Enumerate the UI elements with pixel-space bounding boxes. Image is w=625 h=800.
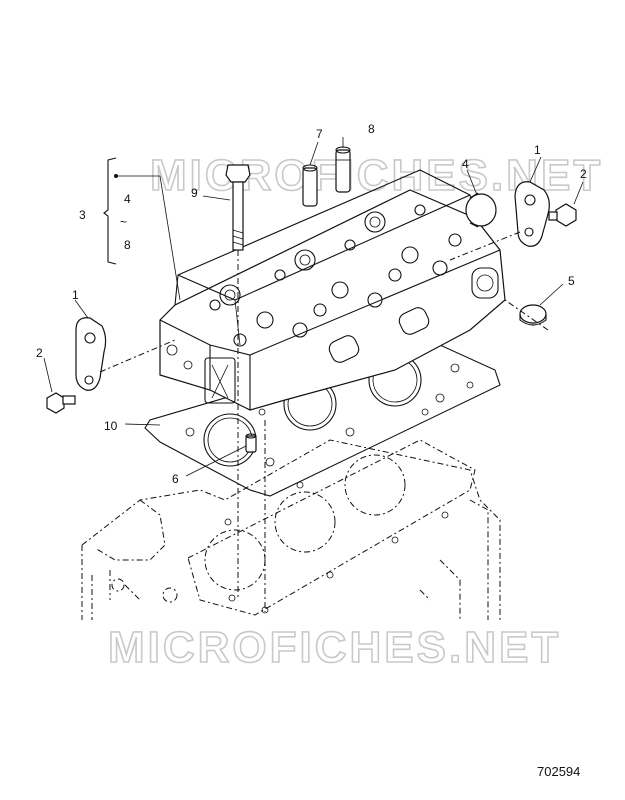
bracket-bolt-right: [548, 203, 577, 227]
block-deck-gasket-outline: [187, 439, 476, 616]
callout-2-right: 2: [580, 167, 587, 181]
callout-1-left: 1: [72, 288, 79, 302]
lifting-bracket-right: [514, 181, 550, 247]
callout-8-bracket: 8: [124, 238, 131, 252]
callout-4-bracket: 4: [124, 192, 131, 206]
engine-block: [81, 439, 501, 620]
range-symbol: ~: [120, 215, 127, 229]
lifting-bracket-left: [75, 317, 107, 391]
callout-10: 10: [104, 419, 118, 433]
callout-1-right: 1: [534, 143, 541, 157]
callout-3: 3: [79, 208, 86, 222]
expansion-plug: [465, 192, 497, 228]
head-bolt: [225, 164, 251, 251]
valve-guide: [302, 164, 318, 207]
callout-7: 7: [316, 127, 323, 141]
callout-4-plug: 4: [462, 157, 469, 171]
small-plug: [519, 304, 547, 326]
callout-5: 5: [568, 274, 575, 288]
callouts: 1 2 4 7 8 9 4 3 ~ 8 5 1 2 10 6: [36, 122, 587, 486]
bracket-bolt-left: [46, 392, 76, 414]
callout-2-left: 2: [36, 346, 43, 360]
dowel-pin: [245, 433, 257, 453]
callout-9: 9: [191, 186, 198, 200]
cylinder-head: [159, 169, 506, 411]
callout-8-top: 8: [368, 122, 375, 136]
callout-6: 6: [172, 472, 179, 486]
leader-lines: [43, 137, 584, 612]
watermark-bottom: MICROFICHES.NET: [108, 623, 561, 672]
figure-number: 702594: [537, 764, 581, 779]
valve-guide-alt: [335, 146, 351, 193]
